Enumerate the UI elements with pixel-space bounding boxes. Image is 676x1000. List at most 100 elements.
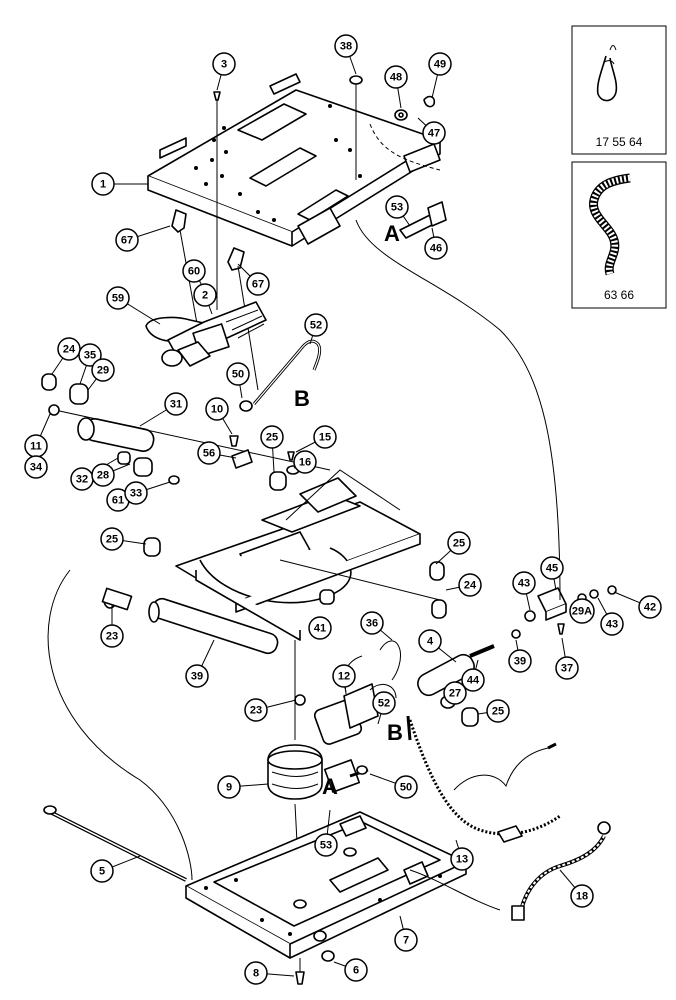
callout-label: 47 [428,128,440,140]
callout-label: 48 [390,72,402,84]
callout-31: 31 [164,392,188,416]
callout-label: 23 [250,705,262,717]
callout-label: 2 [202,290,208,302]
callout-39: 39 [508,649,532,673]
callout-label: 28 [97,470,109,482]
callout-label: 23 [106,631,118,643]
view-letter-b-mid: B [294,386,310,411]
callout-43: 43 [600,612,624,636]
inset-panel-top: 17 55 64 [571,25,667,155]
long-rod-5 [43,805,187,882]
callout-label: 43 [606,619,618,631]
callout-label: 52 [310,320,322,332]
callout-label: 29 [97,365,109,377]
callout-label: 53 [391,202,403,214]
callout-label: 34 [30,462,43,474]
callout-23: 23 [100,624,124,648]
callout-42: 42 [638,595,662,619]
shock-absorber-31 [54,409,331,471]
latch-assembly [145,301,267,367]
callout-label: 25 [266,432,278,444]
callout-10: 10 [205,397,229,421]
wire-curve [453,742,557,791]
callout-25: 25 [260,425,284,449]
callout-16: 16 [293,450,317,474]
callout-label: 42 [644,602,656,614]
callout-53: 53 [314,833,338,857]
callout-67: 67 [115,228,139,252]
callout-23: 23 [244,698,268,722]
callout-33: 33 [124,481,148,505]
callout-label: 11 [30,441,42,453]
callout-52: 52 [304,313,328,337]
base-plate [185,811,467,985]
callout-36: 36 [360,611,384,635]
callout-label: 8 [253,968,259,980]
callout-67: 67 [246,272,270,296]
cable-52-upper [239,339,322,412]
callout-15: 15 [313,425,337,449]
inset-panel-bottom: 63 66 [571,161,667,309]
callout-label: 53 [320,840,332,852]
callout-27: 27 [443,681,467,705]
callout-43: 43 [512,571,536,595]
inset-top-caption: 17 55 64 [596,135,643,149]
scissor-frame [175,469,447,641]
view-letter-a-top: A [384,221,400,246]
callout-label: 59 [112,293,124,305]
callout-label: 50 [400,782,412,794]
callout-3: 3 [212,52,236,76]
callout-label: 39 [514,656,526,668]
callout-12: 12 [332,664,356,688]
callout-48: 48 [384,65,408,89]
callout-label: 29A [572,606,592,618]
callout-label: 31 [170,399,182,411]
callout-18: 18 [570,884,594,908]
callout-label: 36 [366,618,378,630]
callout-24: 24 [57,337,81,361]
callout-41: 41 [308,616,332,640]
callout-label: 25 [106,534,118,546]
callout-50: 50 [226,362,250,386]
compressor-12 [313,640,401,745]
callout-25: 25 [100,527,124,551]
view-letter-a-low: A [322,774,338,799]
harness-18 [497,821,611,921]
callout-25: 25 [447,531,471,555]
callout-35: 35 [78,343,102,367]
callout-label: 16 [299,457,311,469]
callout-label: 52 [378,698,390,710]
callout-label: 49 [434,59,446,71]
view-letter-b-low: B [387,720,403,745]
callout-label: 67 [252,279,264,291]
callout-59: 59 [106,286,130,310]
callout-8: 8 [244,961,268,985]
bushing-tube-4 [101,587,306,706]
inset-bottom-caption: 63 66 [604,288,634,302]
callout-44: 44 [461,668,485,692]
callout-label: 41 [314,623,326,635]
callout-label: 24 [63,344,76,356]
callout-label: 38 [340,41,352,53]
callout-label: 35 [84,350,96,362]
callout-label: 25 [453,538,465,550]
callout-24: 24 [458,573,482,597]
callout-label: 46 [430,243,442,255]
callout-34: 34 [24,455,48,479]
callout-label: 12 [338,671,350,683]
callout-label: 7 [403,935,409,947]
callout-label: 25 [492,706,504,718]
callout-label: 61 [112,495,124,507]
callout-5: 5 [90,859,114,883]
callout-29A: 29A [569,598,595,624]
callout-label: 43 [518,578,530,590]
callout-label: 5 [99,866,105,878]
callout-52: 52 [372,691,396,715]
callout-46: 46 [424,236,448,260]
callout-label: 32 [76,474,88,486]
callout-label: 27 [449,688,461,700]
callout-label: 50 [232,369,244,381]
callout-label: 44 [467,675,480,687]
